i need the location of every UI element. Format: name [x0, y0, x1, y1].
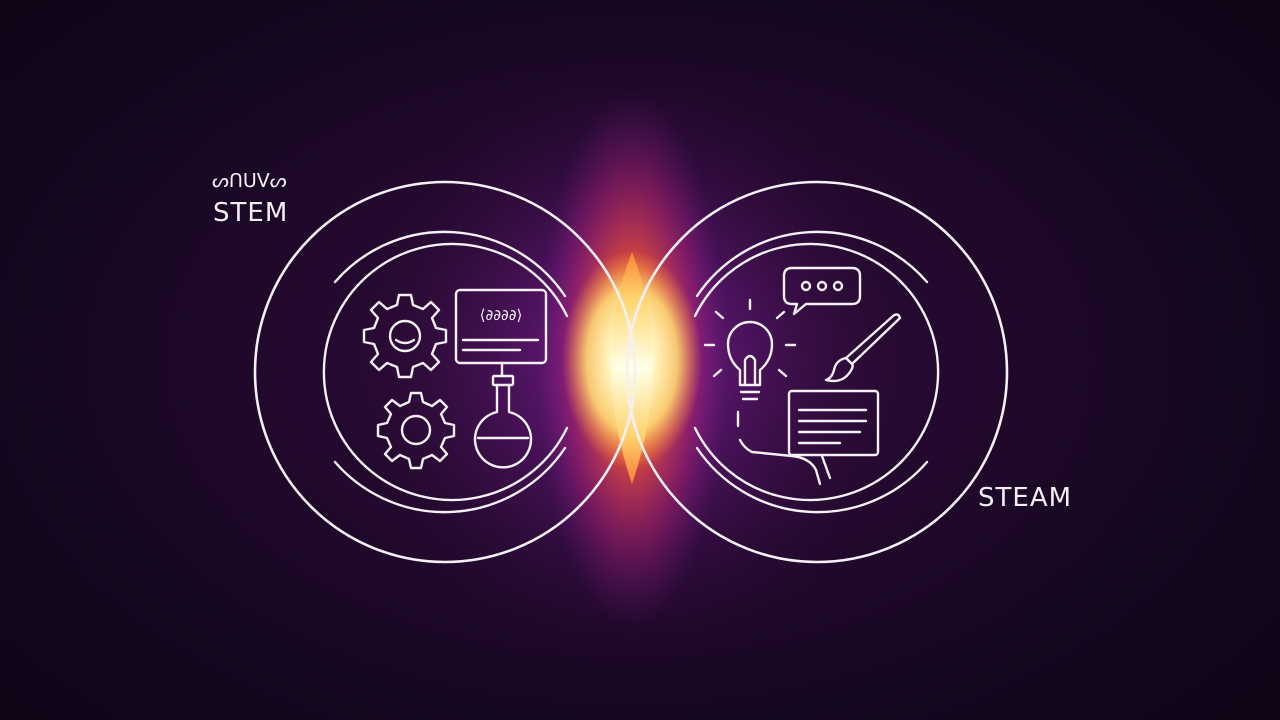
flask-icon	[473, 361, 533, 469]
hand-icon	[736, 410, 832, 486]
stem-inner-ring-upper	[333, 230, 567, 298]
stem-label: STEM	[213, 198, 289, 228]
lightbulb-icon	[703, 298, 797, 401]
steam-label: STEAM	[978, 483, 1073, 513]
gear-icon	[376, 391, 456, 470]
stem-handwritten-label: ᔕᑎᑌᐯᔕ	[212, 170, 287, 192]
steam-inner-ring-lower	[695, 446, 929, 514]
steam-outer-circle	[625, 180, 1009, 564]
speech-bubble-icon	[782, 266, 862, 316]
screen-text: ⟨∂∂∂∂⟩	[480, 306, 523, 324]
steam-inner-ring-upper	[695, 230, 929, 298]
paintbrush-icon	[824, 313, 902, 383]
intersection-lens	[611, 252, 653, 484]
stem-inner-ring-lower	[333, 446, 567, 514]
document-icon	[787, 389, 880, 457]
steam-inner-ring	[693, 242, 940, 502]
gear-icon	[362, 293, 448, 379]
stem-inner-ring	[322, 242, 569, 502]
stem-outer-circle	[253, 180, 637, 564]
